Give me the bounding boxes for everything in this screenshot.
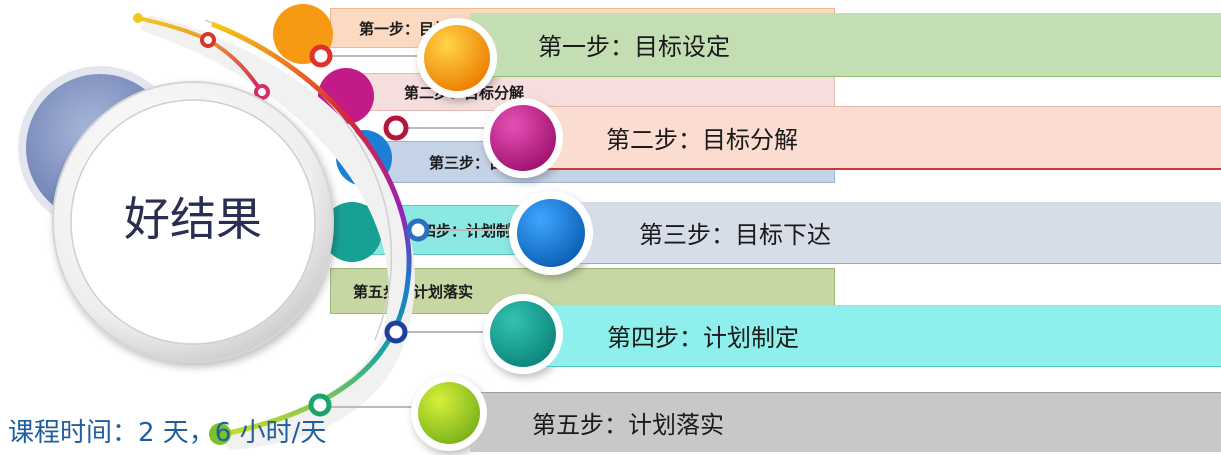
step-3-label: 第三步：目标下达 [639,221,831,249]
node-dot-b [254,84,270,100]
center-circle [52,81,334,363]
step-2-label: 第二步：目标分解 [606,126,798,154]
step-4-bar: 第四步：计划制定 [545,305,1221,367]
course-duration: 课程时间：2 天，6 小时/天 [8,418,327,448]
step-4-label: 第四步：计划制定 [607,324,799,352]
node-dot-2 [383,115,409,141]
node-dot-top [133,13,143,23]
step-2-bar: 第二步：目标分解 [530,106,1221,170]
node-dot-4 [384,320,408,344]
node-dot-a [200,32,216,48]
center-label: 好结果 [124,192,262,246]
step-1-label: 第一步：目标设定 [538,33,730,61]
step-5-label: 第五步：计划落实 [532,411,724,439]
ghost-ball-4 [322,202,382,262]
node-dot-end [209,423,231,445]
step-3-bar: 第三步：目标下达 [555,202,1221,264]
node-dot-5 [308,393,332,417]
step-5-bar: 第五步：计划落实 [470,392,1221,452]
step-1-bar: 第一步：目标设定 [470,13,1221,77]
node-dot-3 [406,218,430,242]
node-dot-1 [309,44,333,68]
